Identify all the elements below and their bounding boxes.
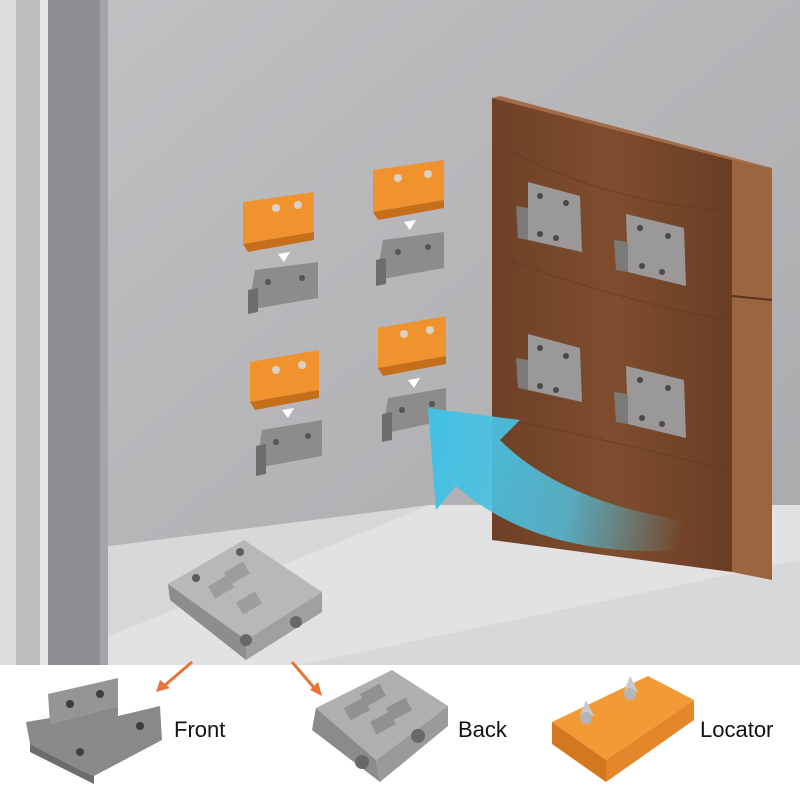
- wall-locator: [378, 316, 446, 376]
- wall-locator: [250, 350, 319, 410]
- panel-bracket: [516, 182, 582, 252]
- door-frame: [0, 0, 108, 665]
- front-label: Front: [174, 717, 226, 742]
- wall-bracket: [256, 420, 322, 476]
- down-arrow-icon: [278, 252, 290, 262]
- down-arrow-icon: [404, 220, 416, 230]
- arrow-icon: [290, 661, 322, 696]
- wall-locator: [243, 192, 314, 252]
- locator-image: [552, 676, 694, 782]
- locator-label: Locator: [700, 717, 774, 742]
- panel-bracket: [614, 366, 686, 438]
- down-arrow-icon: [282, 408, 294, 418]
- panel-bracket: [614, 214, 686, 286]
- floor-bracket: [168, 540, 322, 660]
- panel-bracket: [516, 334, 582, 402]
- front-bracket-image: [26, 678, 162, 784]
- wall-bracket: [248, 262, 318, 314]
- wall-bracket: [376, 232, 444, 286]
- curved-arrow-icon: [428, 408, 690, 552]
- back-bracket-image: [312, 670, 448, 782]
- back-label: Back: [458, 717, 507, 742]
- wall-locator: [373, 160, 444, 220]
- arrow-icon: [156, 660, 193, 692]
- down-arrow-icon: [408, 378, 420, 388]
